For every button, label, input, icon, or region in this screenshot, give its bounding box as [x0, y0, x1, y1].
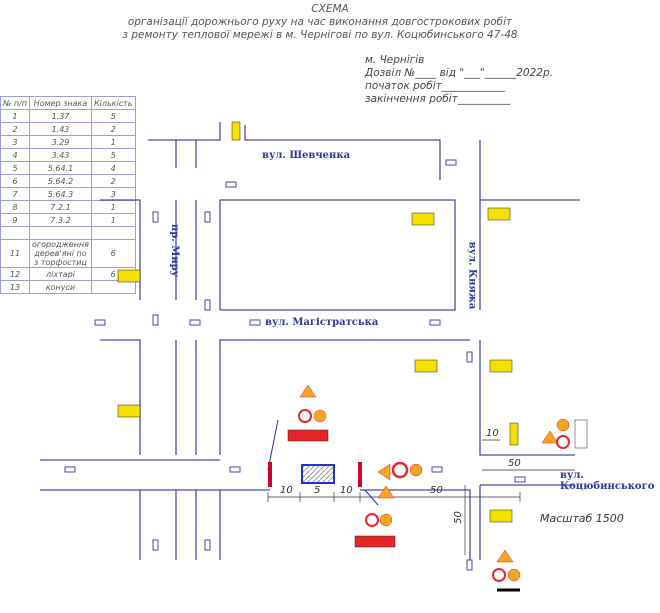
permit: Дозвіл №____ від "___"______2022р.	[365, 67, 553, 79]
table-cell: 3	[0, 135, 31, 149]
work-start: початок робіт____________	[365, 80, 505, 92]
street-myru: пр. Миру	[169, 223, 181, 278]
dim-50-b: 50	[508, 458, 521, 469]
street-kotsiubynskoho: вул. Коцюбинського	[560, 470, 655, 492]
scheme-title: СХЕМА	[311, 3, 349, 15]
scheme-subtitle-1: організації дорожнього руху на час викон…	[127, 16, 513, 28]
street-shevchenka: вул. Шевченка	[262, 150, 351, 161]
road-signs	[117, 121, 588, 592]
dim-10-a: 10	[280, 485, 293, 496]
dim-50-c: 50	[452, 511, 464, 524]
table-cell: 5.64.1	[29, 161, 92, 175]
dim-5: 5	[314, 485, 321, 496]
table-row	[0, 226, 136, 240]
dimension-lines	[267, 439, 575, 555]
table-cell: огородження дерев'яні по з торфостиц	[29, 239, 92, 268]
table-cell: 5	[90, 109, 136, 123]
table-cell: 13	[0, 280, 31, 294]
dim-10-c: 10	[486, 428, 499, 439]
work-end: закінчення робіт__________	[365, 93, 511, 105]
table-cell	[90, 280, 136, 294]
street-kniazha: вул. Княжа	[466, 241, 478, 310]
table-cell: 8	[0, 200, 31, 214]
dim-50-a: 50	[430, 485, 443, 496]
scheme-subtitle-2: з ремонту теплової мережі в м. Чернігові…	[122, 29, 518, 41]
city: м. Чернігів	[365, 54, 425, 66]
direction-arrows	[64, 159, 526, 571]
street-mahistratska: вул. Магістратська	[265, 317, 379, 328]
dim-10-b: 10	[340, 485, 353, 496]
scale-label: Масштаб 1500	[540, 512, 624, 525]
table-cell: конуси	[29, 280, 92, 294]
road-lines	[40, 122, 580, 560]
work-zone	[301, 464, 335, 484]
barriers	[268, 462, 362, 487]
table-cell: 11	[0, 239, 31, 268]
